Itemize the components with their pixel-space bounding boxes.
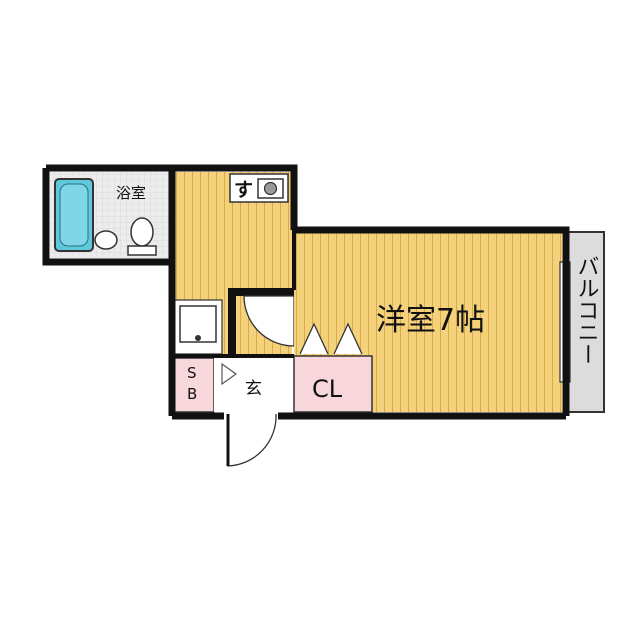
toilet-icon	[130, 217, 154, 247]
shoe-box-label-b: B	[187, 385, 197, 403]
drain-icon	[195, 335, 201, 341]
balcony	[567, 231, 605, 413]
outer-walls	[42, 164, 570, 420]
interior-wall-stub	[228, 288, 236, 358]
western-room-label: 洋室7帖	[376, 303, 485, 338]
bathroom-label: 浴室	[116, 184, 146, 202]
entrance-door-swing-icon	[227, 413, 277, 467]
shoe-box	[173, 357, 215, 413]
closet	[293, 355, 373, 413]
washbasin-icon	[94, 230, 118, 250]
entrance-label: 玄	[245, 379, 262, 399]
closet-label: CL	[312, 375, 343, 403]
burner-icon	[263, 181, 278, 196]
bathtub-inner	[59, 183, 89, 247]
entrance-step-icon	[221, 362, 238, 386]
shoe-box-label-s: S	[187, 364, 197, 382]
closet-door-icon	[299, 322, 363, 355]
toilet-tank	[127, 245, 157, 256]
entrance-area	[214, 358, 294, 412]
sink-icon: す	[234, 179, 253, 201]
room-door-swing-icon	[243, 295, 295, 347]
balcony-label: バルコニー	[574, 255, 599, 365]
interior-wall-block	[228, 288, 294, 296]
